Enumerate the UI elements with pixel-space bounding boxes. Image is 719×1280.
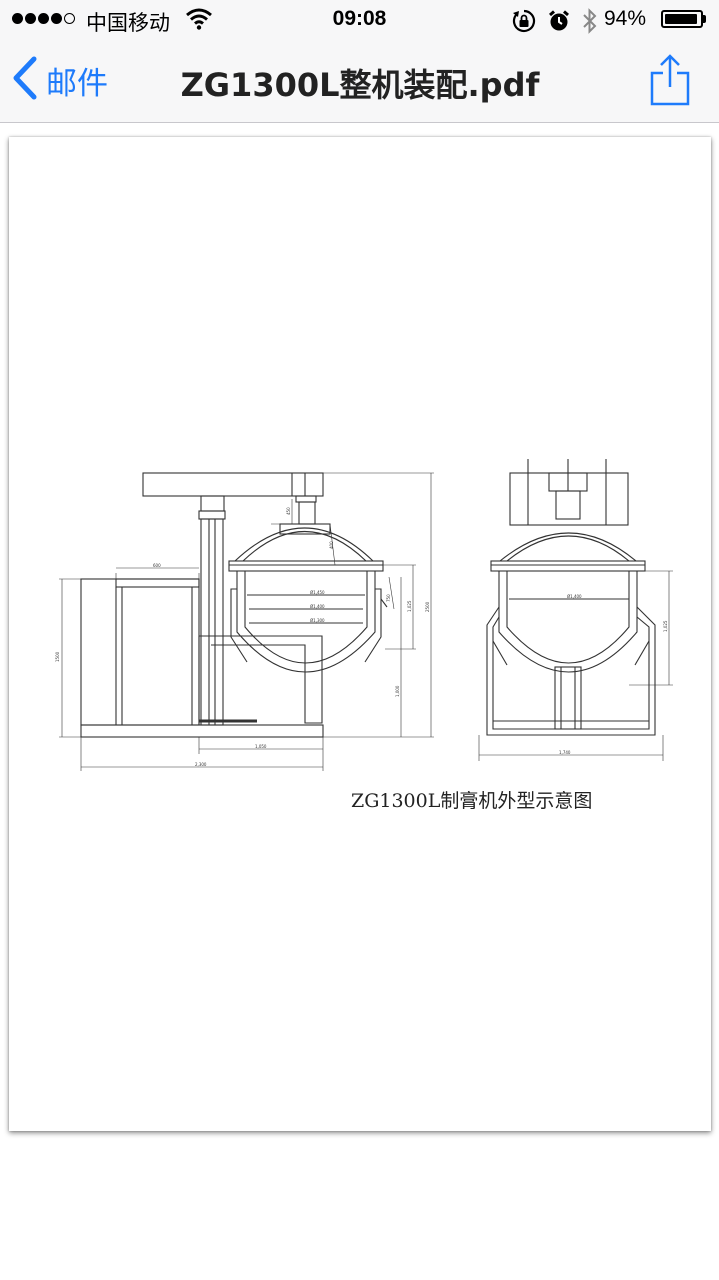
orientation-lock-icon [512,9,536,38]
battery-tip [703,15,706,23]
dim-label: 1,740 [559,750,571,755]
dim-label: 1,025 [663,620,668,632]
status-bar: 中国移动 09:08 [0,0,719,40]
bluetooth-icon [582,8,598,39]
battery-icon [661,10,703,28]
status-time: 09:08 [332,7,387,30]
document-title: ZG1300L整机装配.pdf [180,66,540,104]
technical-drawing: 600 1500 1,050 2,300 2500 450 Ø1,450 Ø1,… [55,459,673,771]
chevron-left-icon [12,56,38,104]
back-button[interactable]: 邮件 [12,56,108,104]
dim-label: 1,025 [407,600,412,612]
dim-label: 1,050 [255,744,267,749]
dim-label: 450 [286,507,291,515]
pdf-viewer[interactable]: 600 1500 1,050 2,300 2500 450 Ø1,450 Ø1,… [0,123,719,1280]
drawing-caption: ZG1300L制膏机外型示意图 [351,790,593,812]
battery-percentage: 94% [604,7,647,30]
wifi-icon [186,8,212,35]
dim-label: 600 [153,563,161,568]
dim-label: Ø1,300 [310,618,325,623]
dim-label: 400 [329,541,334,549]
back-label: 邮件 [46,65,108,102]
dim-label: Ø1,450 [310,590,325,595]
signal-strength-icon [12,13,75,24]
dim-label: 2,300 [195,762,207,767]
share-button[interactable] [646,54,694,106]
dim-label: 2500 [425,601,430,612]
dim-label: Ø1,400 [310,604,325,609]
pdf-page[interactable]: 600 1500 1,050 2,300 2500 450 Ø1,450 Ø1,… [9,137,711,1131]
share-icon [650,54,690,106]
dim-label: 1500 [55,651,60,662]
battery-level-fill [665,14,697,24]
alarm-icon [548,10,570,37]
dim-label: Ø1,400 [567,594,582,599]
carrier-name: 中国移动 [86,12,170,35]
navigation-bar: 邮件 ZG1300L整机装配.pdf [0,40,719,123]
dim-label: 750 [386,594,391,602]
dim-label: 1,000 [395,685,400,697]
